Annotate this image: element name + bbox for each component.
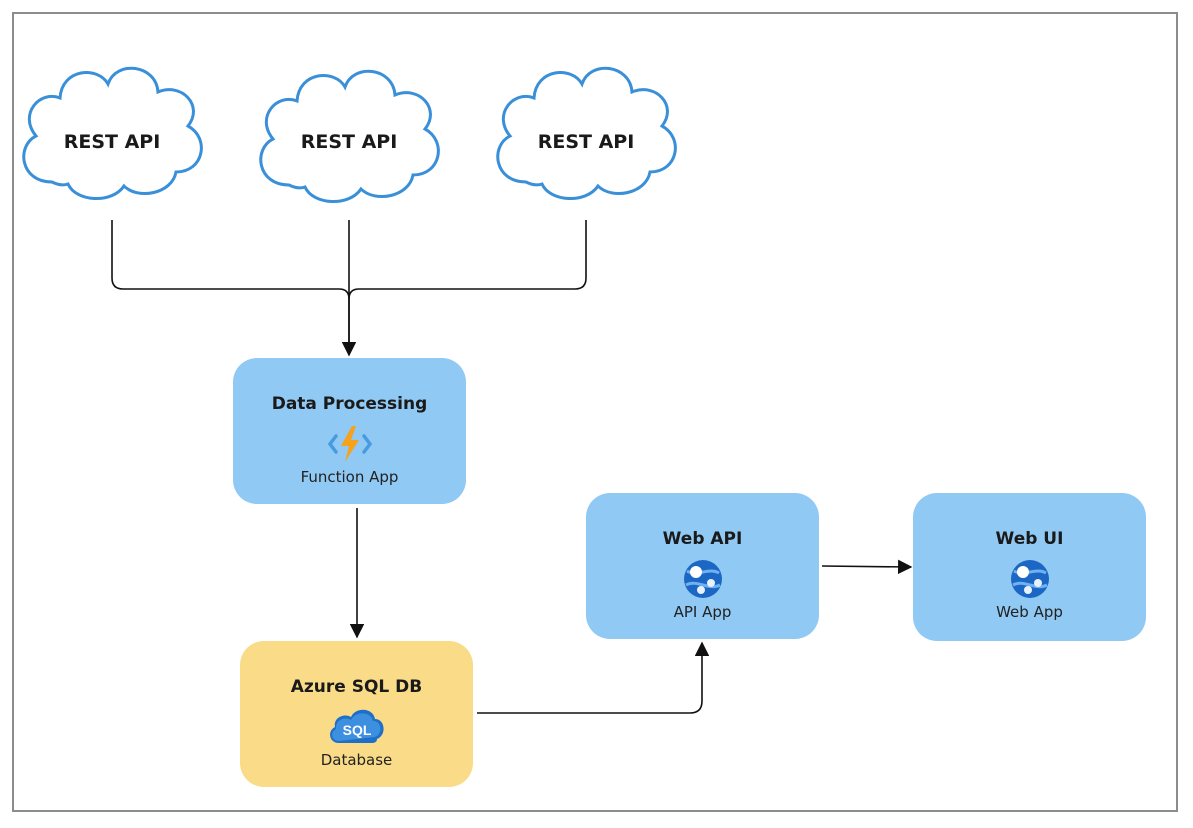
cloud-label-1: REST API: [63, 131, 161, 153]
connector-webapi-to-webui: [821, 559, 913, 575]
cloud-label-2: REST API: [300, 131, 398, 153]
node-title: Web API: [662, 529, 743, 549]
node-subtitle: Database: [320, 751, 393, 769]
cloud-shape-2[interactable]: [259, 69, 440, 203]
sql-icon-text: SQL: [342, 722, 371, 738]
function-app-icon: [327, 426, 372, 462]
app-service-icon: [683, 560, 722, 598]
node-subtitle: Function App: [300, 468, 399, 486]
node-title: Web UI: [995, 529, 1064, 549]
data-processing-node[interactable]: Data Processing Function App: [233, 358, 466, 504]
node-title: Data Processing: [271, 394, 428, 414]
connector-database-to-webapi: [477, 641, 710, 714]
connector-rest3-to-processing: [348, 220, 587, 300]
web-ui-node[interactable]: Web UI Web App: [913, 493, 1146, 641]
cloud-shape-1[interactable]: [22, 66, 203, 200]
cloud-label-3: REST API: [537, 131, 635, 153]
node-subtitle: Web App: [996, 603, 1063, 621]
cloud-shape-3[interactable]: [496, 66, 677, 200]
diagram-frame: [12, 12, 1178, 812]
node-title: Azure SQL DB: [290, 677, 423, 697]
connector-rest1-to-processing: [111, 220, 357, 357]
web-api-node[interactable]: Web API API App: [586, 493, 819, 639]
node-subtitle: API App: [673, 603, 732, 621]
azure-sql-db-node[interactable]: Azure SQL DB SQL Database: [240, 641, 473, 787]
app-service-icon: [1010, 560, 1049, 598]
sql-database-icon: SQL: [329, 709, 384, 743]
